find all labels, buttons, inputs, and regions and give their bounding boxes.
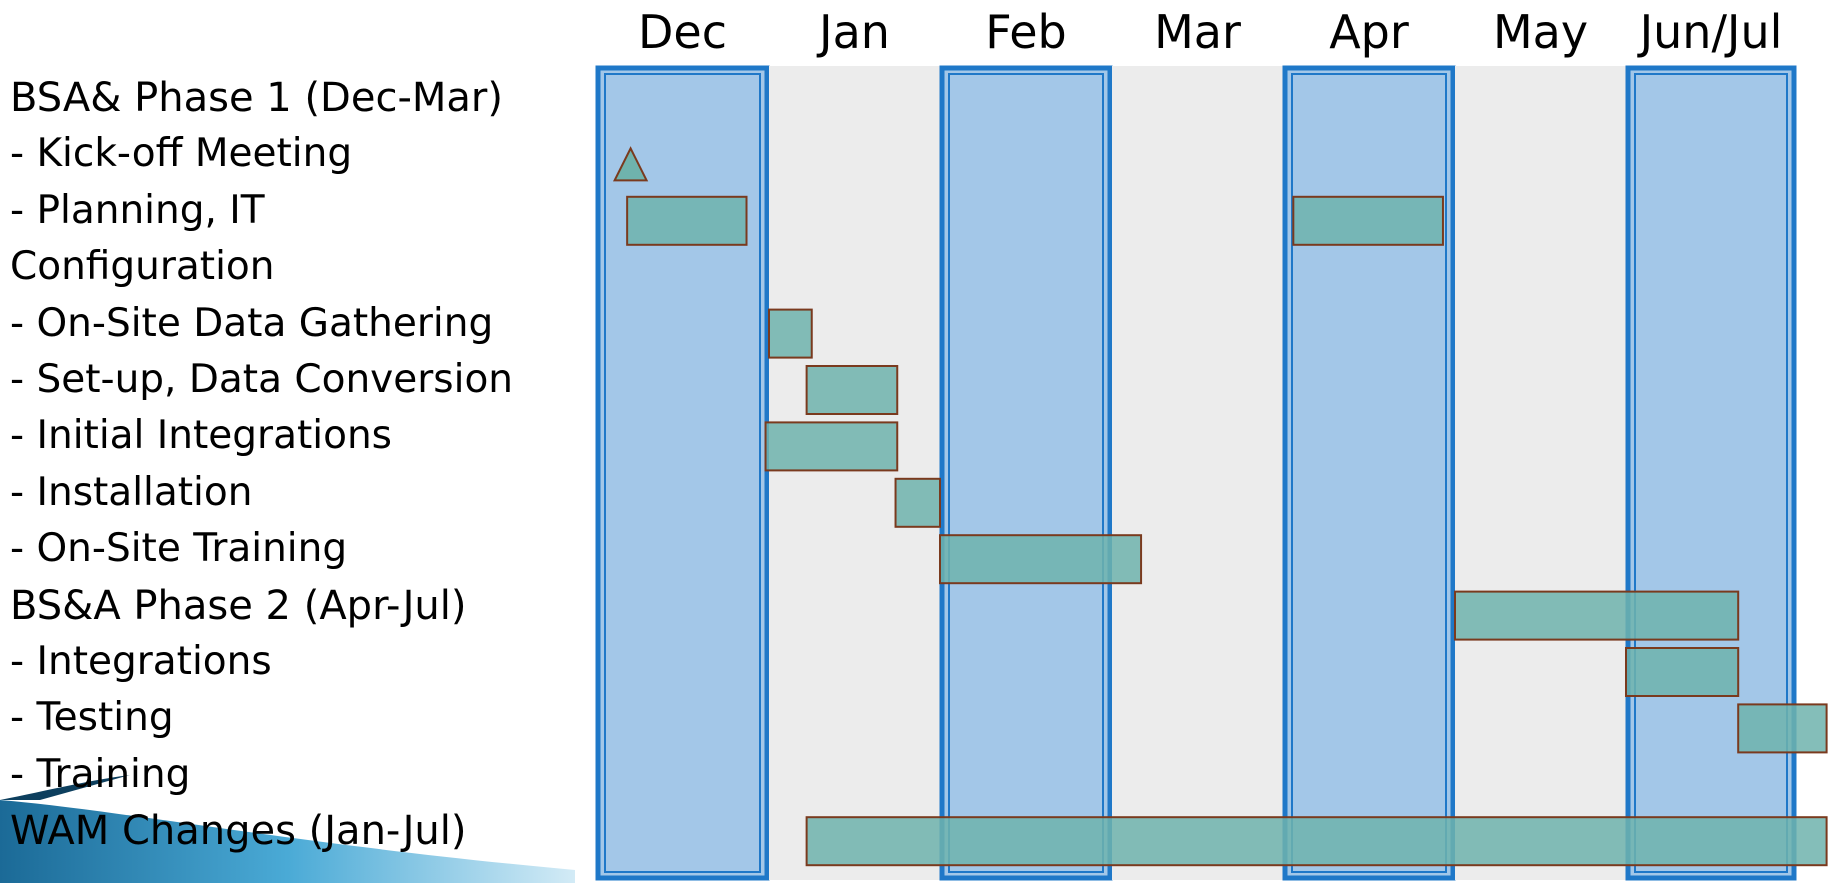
task-bar	[1737, 703, 1828, 754]
task-label: - Initial Integrations	[10, 413, 393, 459]
month-column-may	[1455, 66, 1626, 880]
task-bar	[805, 816, 1828, 867]
task-label: - Testing	[10, 695, 174, 741]
month-column-inner-border	[604, 73, 761, 873]
phase-heading: BSA& Phase 1 (Dec-Mar)	[10, 75, 503, 121]
task-bar	[939, 534, 1143, 585]
month-label: Mar	[1154, 5, 1241, 59]
month-column-feb	[940, 66, 1112, 880]
month-column-mar	[1112, 66, 1283, 880]
month-label: Feb	[985, 5, 1066, 59]
task-label: - Kick-off Meeting	[10, 131, 353, 177]
task-bar	[764, 421, 899, 472]
month-column-inner-border	[1291, 73, 1447, 873]
task-label: - Set-up, Data Conversion	[10, 357, 514, 402]
task-bar	[1625, 647, 1740, 697]
month-label: Jun/Jul	[1637, 5, 1783, 59]
month-column-jan	[769, 66, 940, 880]
task-bar	[1454, 590, 1740, 641]
month-column-border	[595, 65, 770, 881]
task-label: - Planning, IT	[10, 187, 265, 233]
month-column-apr	[1283, 66, 1455, 880]
month-label: Apr	[1329, 5, 1409, 59]
task-label: - Training	[10, 751, 191, 797]
month-column-dec	[596, 66, 769, 880]
month-column-inner-border	[948, 73, 1104, 873]
task-bar	[768, 308, 813, 359]
month-column-jun-jul	[1626, 66, 1796, 880]
month-label: Dec	[638, 5, 727, 59]
task-bar	[894, 477, 941, 528]
task-bar	[626, 195, 748, 246]
month-label: May	[1493, 5, 1588, 59]
month-label: Jan	[816, 5, 890, 59]
month-column-inner-border	[1634, 73, 1788, 873]
task-label: - Integrations	[10, 639, 272, 684]
task-label-column: BSA& Phase 1 (Dec-Mar) - Kick-off Meetin…	[0, 0, 590, 883]
phase-heading: WAM Changes (Jan-Jul)	[10, 808, 467, 855]
task-bar	[805, 365, 899, 415]
task-label: Configuration	[10, 244, 275, 290]
task-label: - Installation	[10, 469, 253, 515]
task-label: - On-Site Training	[10, 526, 348, 572]
month-column-border	[1282, 65, 1456, 881]
task-bar	[1292, 195, 1444, 246]
month-column-border	[939, 65, 1113, 881]
milestone-marker	[612, 146, 649, 182]
month-column-border	[1625, 65, 1797, 881]
task-label: - On-Site Data Gathering	[10, 300, 494, 346]
phase-heading: BS&A Phase 2 (Apr-Jul)	[10, 582, 467, 629]
